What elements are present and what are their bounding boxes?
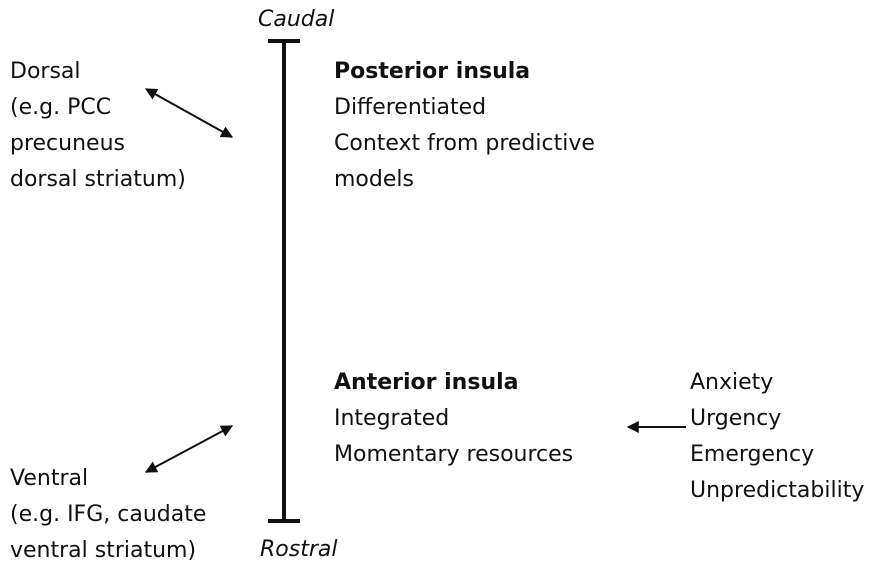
posterior-line: Differentiated — [334, 95, 487, 120]
ventral-block: Ventral (e.g. IFG, caudate ventral stria… — [10, 461, 206, 569]
factor-item: Anxiety — [690, 370, 774, 395]
posterior-insula-title: Posterior insula — [334, 59, 531, 84]
dorsal-line: Dorsal — [10, 59, 81, 84]
dorsal-line: (e.g. PCC — [10, 95, 112, 120]
dorsal-line: dorsal striatum) — [10, 167, 186, 192]
anterior-insula-title: Anterior insula — [334, 370, 519, 395]
posterior-line: models — [334, 167, 414, 192]
anterior-insula-block: Anterior insula Integrated Momentary res… — [334, 365, 573, 473]
ventral-line: (e.g. IFG, caudate — [10, 502, 207, 527]
ventral-double-arrow — [144, 425, 234, 473]
anterior-line: Momentary resources — [334, 442, 574, 467]
posterior-insula-block: Posterior insula Differentiated Context … — [334, 54, 595, 198]
dorsal-block: Dorsal (e.g. PCC precuneus dorsal striat… — [10, 54, 186, 198]
anterior-line: Integrated — [334, 406, 450, 431]
dorsal-line: precuneus — [10, 131, 125, 156]
factors-block: Anxiety Urgency Emergency Unpredictabili… — [690, 365, 864, 509]
factor-item: Emergency — [690, 442, 815, 467]
ventral-line: ventral striatum) — [10, 538, 197, 563]
dorsal-double-arrow — [144, 88, 234, 138]
posterior-line: Context from predictive — [334, 131, 595, 156]
rostral-label: Rostral — [260, 537, 338, 562]
factor-item: Unpredictability — [690, 478, 865, 503]
ventral-line: Ventral — [10, 466, 89, 491]
caudal-label: Caudal — [258, 7, 335, 32]
factor-item: Urgency — [690, 406, 782, 431]
